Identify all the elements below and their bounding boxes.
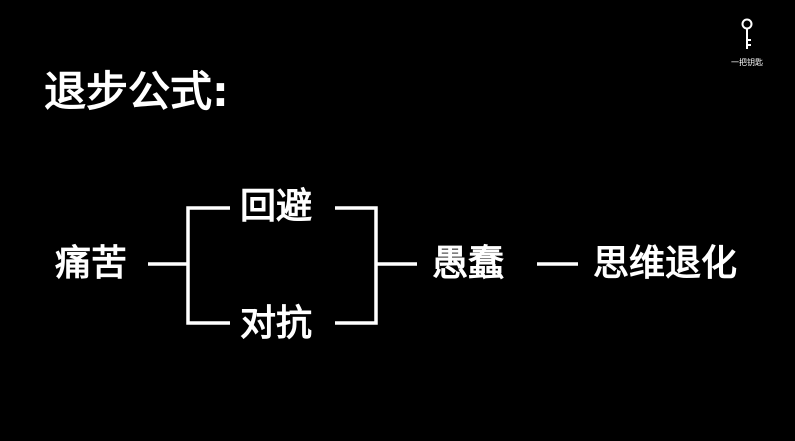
node-pain: 痛苦 <box>55 243 128 284</box>
key-icon <box>741 18 753 49</box>
page-title: 退步公式: <box>44 67 229 116</box>
node-avoid: 回避 <box>240 186 313 227</box>
brand-logo: 一把钥匙 <box>725 18 769 68</box>
bracket-left <box>186 206 230 325</box>
node-stupid: 愚蠢 <box>432 243 505 284</box>
bracket-right <box>335 206 378 325</box>
logo-text: 一把钥匙 <box>731 58 763 67</box>
node-fight: 对抗 <box>240 303 313 344</box>
node-regress: 思维退化 <box>593 243 738 284</box>
